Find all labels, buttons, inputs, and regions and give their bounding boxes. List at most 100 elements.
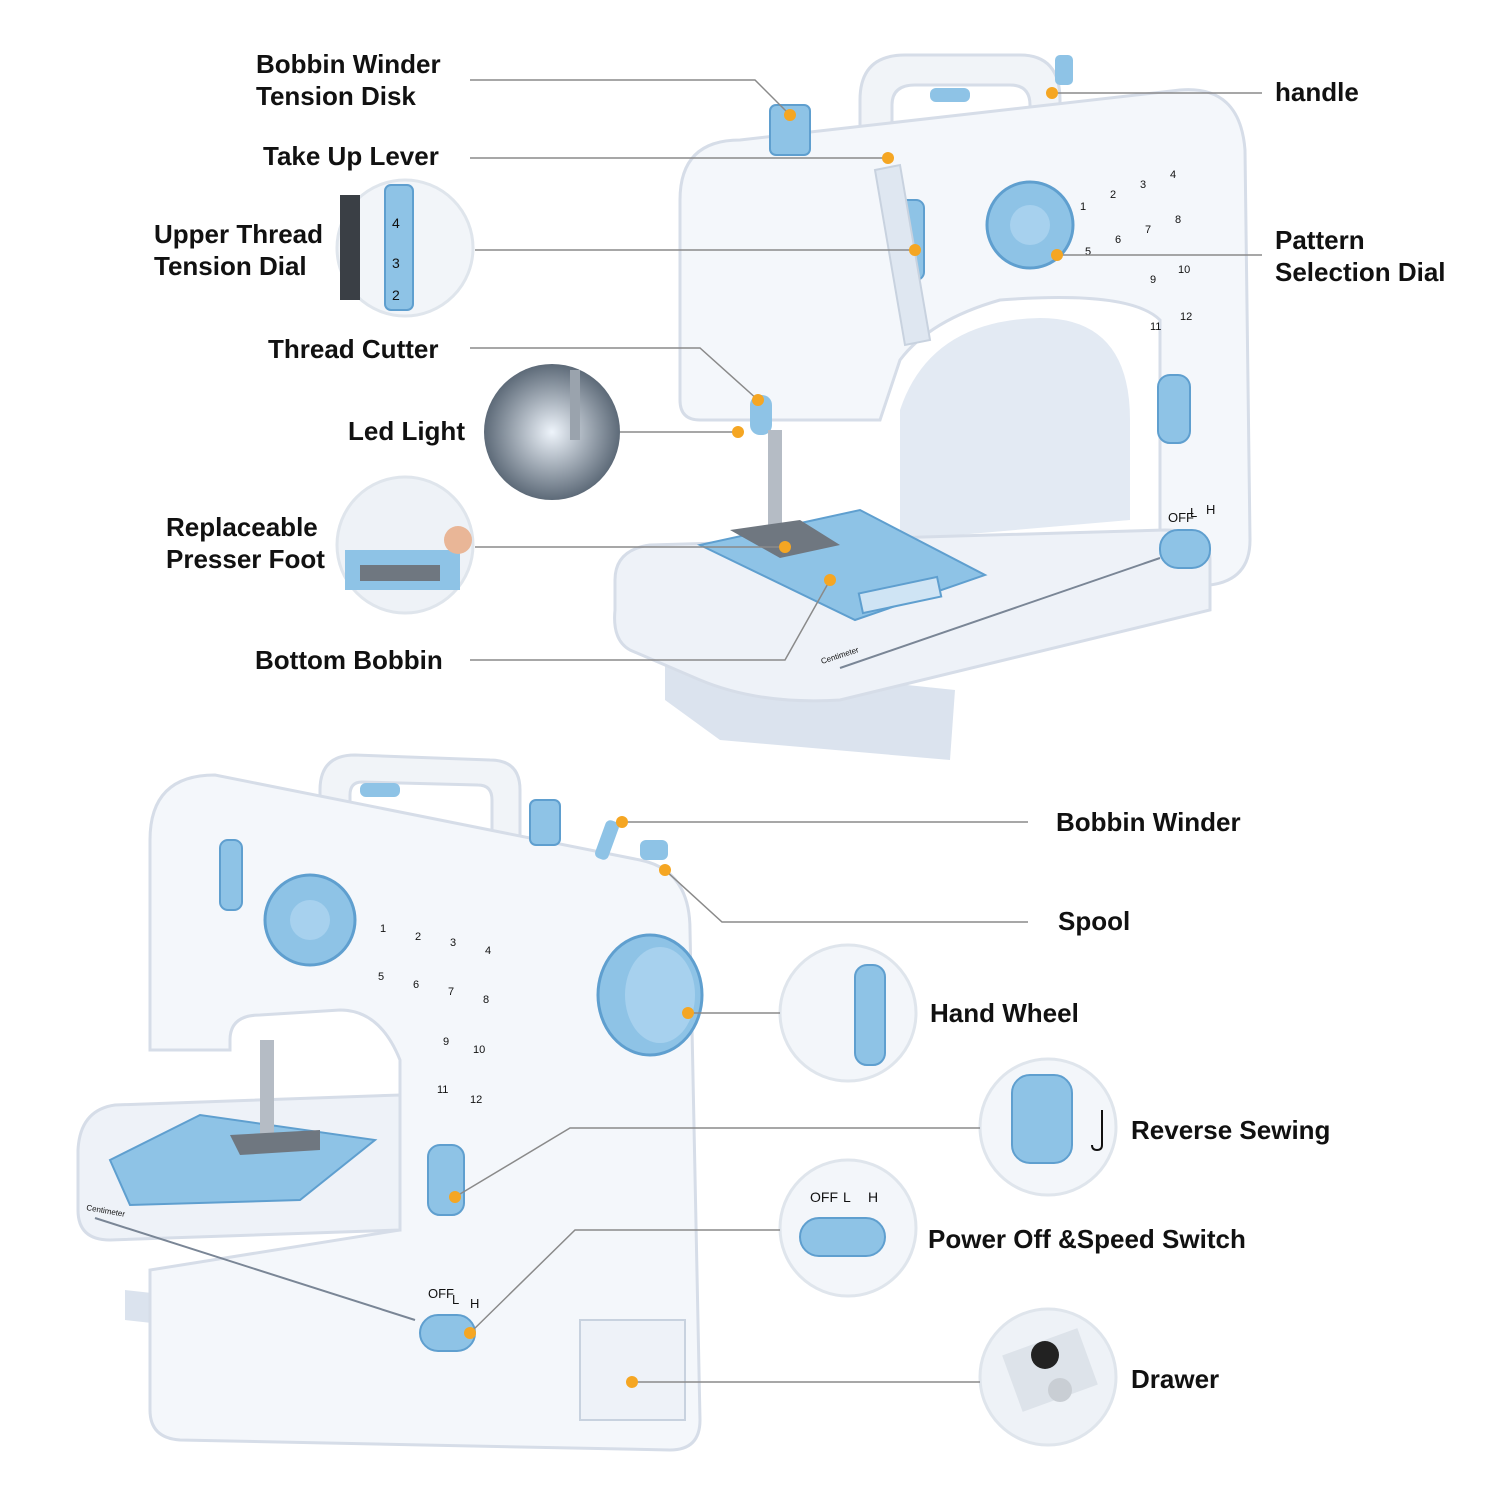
leader-reverse-sewing	[454, 1127, 980, 1198]
bobbin-winder-pin	[594, 820, 620, 860]
pattern-num: 5	[378, 971, 384, 983]
pattern-num: 3	[1140, 179, 1146, 191]
top-ruler	[839, 557, 1161, 669]
switch-off-mark: OFF	[428, 1286, 454, 1301]
pattern-chart-top: 1 2 3 4 5 6 7 8 9 10 11 12	[1080, 169, 1192, 333]
callout-dot	[882, 152, 894, 164]
callout-dots	[449, 87, 1063, 1388]
label-upper-thread-tension-dial: Upper Thread Tension Dial	[154, 218, 323, 282]
label-line: Selection Dial	[1275, 257, 1446, 287]
pattern-num: 8	[1175, 214, 1181, 226]
handle-knob-bottom	[360, 783, 400, 797]
pattern-num: 5	[1085, 246, 1091, 258]
handle-knob	[930, 88, 970, 102]
label-bottom-bobbin: Bottom Bobbin	[255, 645, 443, 675]
closeup-led-needle	[570, 370, 580, 440]
callout-dot	[1046, 87, 1058, 99]
closeup-speed-switch	[799, 1217, 886, 1257]
bottom-sewing-machine: 1 2 3 4 5 6 7 8 9 10 11 12 OFF L H Centi…	[76, 753, 704, 1452]
closeup-bobbin	[1048, 1378, 1072, 1402]
pattern-num: 6	[1115, 234, 1121, 246]
switch-low-mark: L	[452, 1292, 459, 1307]
label-hand-wheel: Hand Wheel	[930, 998, 1079, 1028]
leader-bottom-bobbin	[470, 579, 831, 661]
closeup-circle	[484, 364, 620, 500]
bottom-tension-dial	[219, 839, 243, 911]
leader-lines	[454, 79, 1262, 1383]
callout-dot	[779, 541, 791, 553]
pattern-chart-bottom: 1 2 3 4 5 6 7 8 9 10 11 12	[378, 923, 491, 1106]
top-machine-body	[678, 88, 1252, 592]
spool-pin	[529, 799, 561, 846]
pattern-num: 11	[1150, 321, 1161, 333]
pattern-dial-center	[1010, 205, 1050, 245]
closeup-switch-off: OFF	[810, 1189, 838, 1205]
callout-dot	[1051, 249, 1063, 261]
speed-switch-top	[1159, 529, 1211, 569]
switch-high-mark: H	[470, 1296, 479, 1311]
label-line: Tension Disk	[256, 81, 416, 111]
label-pattern-selection-dial: Pattern Selection Dial	[1275, 224, 1446, 288]
callout-dot	[732, 426, 744, 438]
pattern-num: 8	[483, 994, 489, 1006]
label-replaceable-presser-foot: Replaceable Presser Foot	[166, 511, 325, 575]
reverse-lever-top	[1157, 374, 1191, 444]
closeup-circle	[778, 943, 918, 1083]
pattern-num: 10	[473, 1044, 485, 1056]
spool-knob	[640, 840, 668, 860]
pattern-num: 1	[1080, 201, 1086, 213]
label-bobbin-winder-tension-disk: Bobbin Winder Tension Disk	[256, 48, 441, 112]
pattern-num: 10	[1178, 264, 1190, 276]
label-thread-cutter: Thread Cutter	[268, 334, 439, 364]
closeup-upper-thread-tension: 4 3 2	[335, 178, 475, 318]
pattern-num: 2	[1110, 189, 1116, 201]
closeup-reverse-sewing	[978, 1057, 1118, 1197]
callout-dot	[784, 109, 796, 121]
label-drawer: Drawer	[1131, 1364, 1220, 1394]
label-line: Replaceable	[166, 512, 318, 542]
closeup-led-light	[484, 364, 620, 500]
callout-dot	[464, 1327, 476, 1339]
pattern-num: 1	[380, 923, 386, 935]
closeup-dark-side	[340, 195, 360, 300]
pattern-num: 3	[450, 937, 456, 949]
pattern-num: 12	[1180, 311, 1192, 323]
presser-foot	[730, 520, 840, 558]
bottom-presser-foot	[230, 1130, 320, 1155]
leader-thread-cutter	[470, 347, 759, 401]
pattern-num: 4	[1170, 169, 1176, 181]
top-arch	[900, 318, 1130, 540]
closeup-drawer-tray	[1002, 1328, 1098, 1412]
bobbin-cover	[857, 575, 943, 615]
label-line: Bobbin Winder	[256, 49, 441, 79]
pattern-num: 4	[485, 945, 491, 957]
closeup-power-switch: OFF L H	[778, 1158, 918, 1298]
label-line: Pattern	[1275, 225, 1365, 255]
closeup-thread-spool	[1031, 1341, 1059, 1369]
closeup-tension-dial	[384, 184, 414, 311]
hand-wheel-face	[625, 947, 695, 1043]
bottom-ruler	[94, 1217, 416, 1321]
label-line: Tension Dial	[154, 251, 307, 281]
label-led-light: Led Light	[348, 416, 465, 446]
callout-dot	[824, 574, 836, 586]
label-line: Presser Foot	[166, 544, 325, 574]
switch-low-mark: L	[1190, 505, 1197, 520]
bobbin-winder-spindle	[769, 104, 811, 156]
closeup-presser-foot	[335, 475, 475, 615]
label-spool: Spool	[1058, 906, 1131, 936]
pattern-num: 12	[470, 1094, 482, 1106]
switch-high-mark: H	[1206, 502, 1215, 517]
pattern-num: 6	[413, 979, 419, 991]
pattern-num: 7	[1145, 224, 1151, 236]
closeup-switch-low: L	[843, 1189, 851, 1205]
closeup-foot-metal	[360, 565, 440, 581]
label-bobbin-winder: Bobbin Winder	[1056, 807, 1241, 837]
pattern-num: 9	[1150, 274, 1156, 286]
leader-bobbin-winder-tension	[470, 79, 791, 116]
switch-off-mark: OFF	[1168, 510, 1194, 525]
label-line: Upper Thread	[154, 219, 324, 249]
bottom-needle-bar	[260, 1040, 274, 1140]
spool-pin-top	[1055, 55, 1073, 85]
